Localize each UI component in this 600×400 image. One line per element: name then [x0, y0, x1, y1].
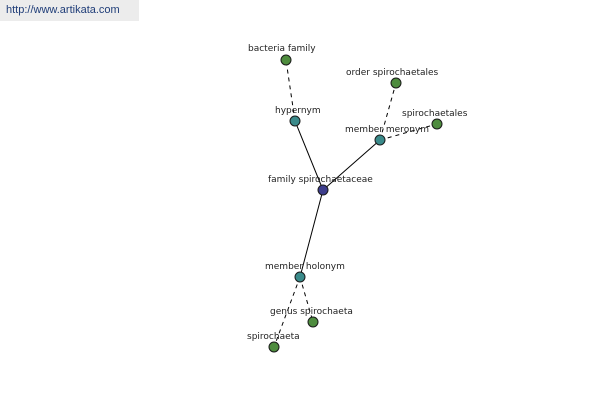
node-holonym[interactable] [294, 271, 306, 283]
node-bacteria[interactable] [280, 54, 292, 66]
edge-family-hypernym [294, 120, 324, 191]
edge-family-meronym [322, 139, 381, 191]
node-spirochaetales[interactable] [431, 118, 443, 130]
edge-hypernym-bacteria [285, 59, 296, 122]
graph-edges [273, 59, 438, 348]
node-label-spirochaeta[interactable]: spirochaeta [247, 332, 300, 342]
node-label-hypernym[interactable]: hypernym [275, 106, 321, 116]
edge-family-holonym [299, 189, 324, 278]
node-genus[interactable] [307, 316, 319, 328]
node-label-holonym[interactable]: member holonym [265, 262, 345, 272]
node-hypernym[interactable] [289, 115, 301, 127]
node-label-bacteria[interactable]: bacteria family [248, 44, 316, 54]
graph-labels: family spirochaetaceae hypernym bacteria f… [247, 44, 468, 342]
edge-meronym-spirochaetales [379, 123, 438, 141]
edge-meronym-order [379, 82, 397, 141]
node-label-family[interactable]: family spirochaetaceae [268, 175, 373, 185]
node-label-order[interactable]: order spirochaetales [346, 68, 439, 78]
node-label-spirochaetales[interactable]: spirochaetales [402, 109, 468, 119]
node-label-genus[interactable]: genus spirochaeta [270, 307, 353, 317]
node-label-meronym[interactable]: member meronym [345, 125, 429, 135]
site-url-banner[interactable]: http://www.artikata.com [0, 0, 139, 21]
node-family[interactable] [317, 184, 329, 196]
node-spirochaeta[interactable] [268, 341, 280, 353]
node-order[interactable] [390, 77, 402, 89]
graph-nodes [268, 54, 443, 353]
node-meronym[interactable] [374, 134, 386, 146]
